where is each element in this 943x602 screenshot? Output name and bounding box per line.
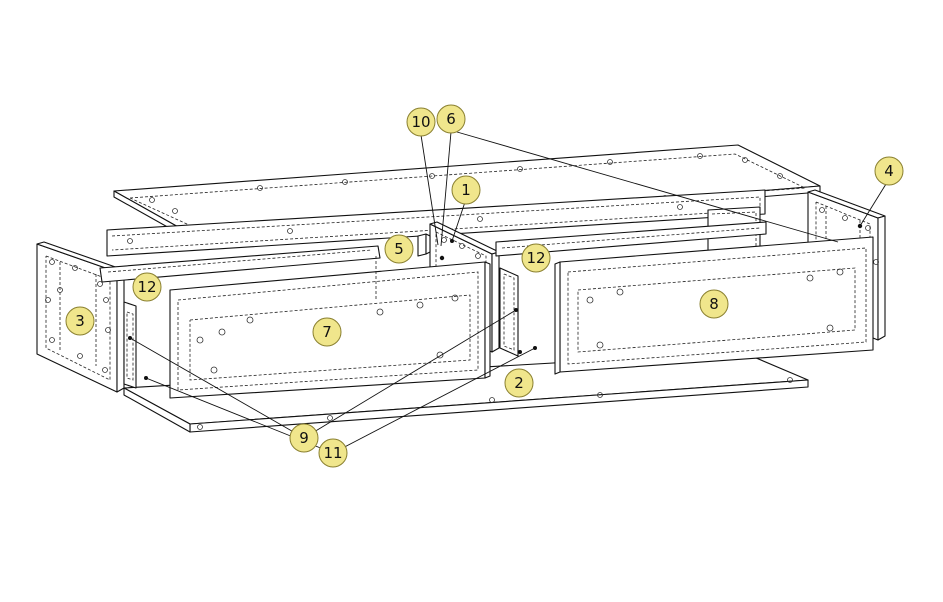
callout-6-label: 6 <box>446 110 456 128</box>
callout-9-circle <box>289 423 319 453</box>
callout-3-label: 3 <box>75 312 85 330</box>
callout-12-right-label: 12 <box>526 249 545 267</box>
left-inner-shelf <box>99 245 381 300</box>
small-block <box>417 233 431 257</box>
bottom-panel <box>123 351 809 433</box>
callout-10-label: 10 <box>411 113 430 131</box>
callout-5-label: 5 <box>394 240 404 258</box>
callout-12-left: 12 <box>132 272 162 302</box>
callout-1: 1 <box>451 175 481 205</box>
callout-9-label: 9 <box>299 429 309 447</box>
callout-4: 4 <box>874 156 904 186</box>
callout-12-left-circle <box>132 272 162 302</box>
callout-6-circle <box>436 104 466 134</box>
callout-12-right-circle <box>521 243 551 273</box>
callout-8: 8 <box>699 289 729 319</box>
callout-4-label: 4 <box>884 162 894 180</box>
left-hinge-block <box>123 301 148 389</box>
callout-11-label: 11 <box>323 444 342 462</box>
callout-10: 10 <box>406 107 436 137</box>
callout-5-circle <box>384 234 414 264</box>
callout-9: 9 <box>289 423 319 453</box>
center-connector <box>499 267 537 357</box>
callout-3: 3 <box>65 306 95 336</box>
callout-1-label: 1 <box>461 181 471 199</box>
callout-10-circle <box>406 107 436 137</box>
callout-4-circle <box>874 156 904 186</box>
callout-8-label: 8 <box>709 295 719 313</box>
callout-7: 7 <box>312 317 342 347</box>
callout-6: 6 <box>436 104 466 134</box>
callout-2: 2 <box>504 368 534 398</box>
callout-5: 5 <box>384 234 414 264</box>
callout-12-right: 12 <box>521 243 551 273</box>
callout-1-circle <box>451 175 481 205</box>
callout-7-label: 7 <box>322 323 332 341</box>
callout-11-circle <box>318 438 348 468</box>
right-inner-shelf <box>495 221 767 257</box>
leader-lines <box>129 131 887 454</box>
callout-8-circle <box>699 289 729 319</box>
callout-11: 11 <box>318 438 348 468</box>
callout-2-circle <box>504 368 534 398</box>
callout-2-label: 2 <box>514 374 524 392</box>
callout-3-circle <box>65 306 95 336</box>
callout-7-circle <box>312 317 342 347</box>
callout-12-left-label: 12 <box>137 278 156 296</box>
